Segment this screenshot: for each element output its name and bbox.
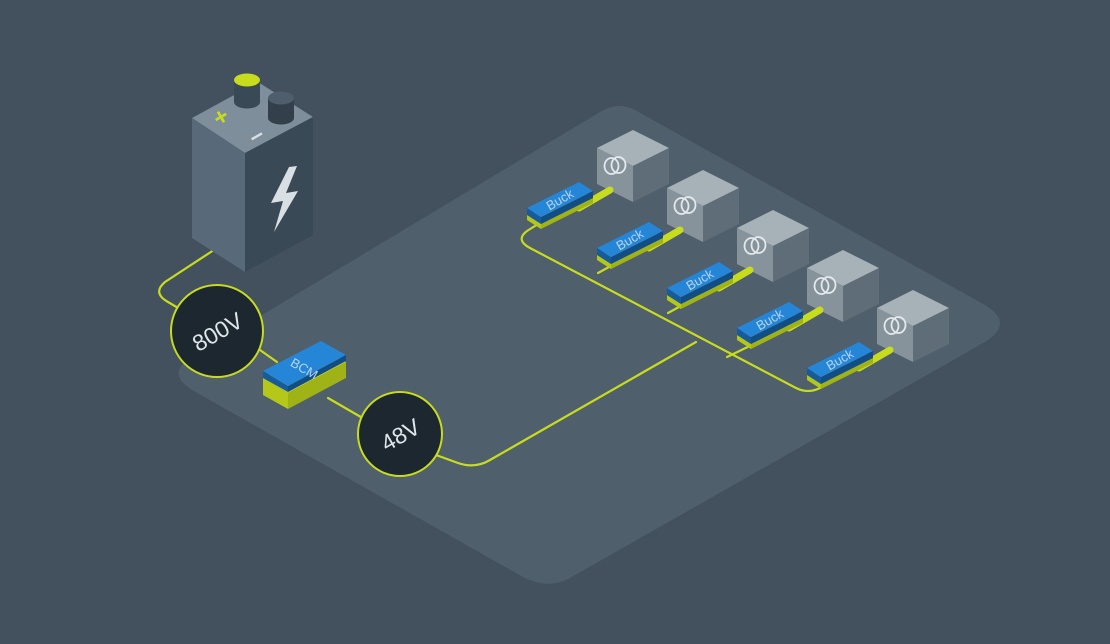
transformer-coils-icon: [673, 196, 697, 215]
transformer-coils-icon: [813, 276, 837, 295]
node-48v: 48V: [357, 391, 443, 477]
distribution-bus: [520, 217, 822, 393]
load-box: [807, 250, 879, 322]
buck-module: Buck: [597, 222, 663, 269]
transformer-coils-icon: [743, 236, 767, 255]
wire-800v-bcm: [258, 348, 279, 364]
transformer-coils-icon: [603, 156, 627, 175]
battery-wire: [158, 244, 222, 314]
buck-stage: Buck: [737, 250, 879, 349]
buck-stage: Buck: [667, 210, 809, 309]
buck-stage: Buck: [807, 290, 949, 389]
bcm-module: BCM: [263, 341, 346, 409]
buck-module: Buck: [667, 262, 733, 309]
transformer-coils-icon: [883, 316, 907, 335]
battery-left-face: [192, 118, 245, 272]
buck-stage: Buck: [597, 170, 739, 269]
lightning-bolt-icon: [271, 166, 298, 232]
battery: + –: [192, 73, 313, 272]
positive-terminal-cap: [234, 73, 260, 87]
wire-bcm-48v: [326, 396, 368, 422]
node-800v: 800V: [170, 284, 264, 378]
wiring: [158, 217, 822, 467]
buck-stage: Buck: [527, 130, 669, 229]
main-bus: [434, 340, 698, 467]
negative-terminal-cap: [268, 91, 294, 105]
buck-module: Buck: [527, 182, 593, 229]
buck-module: Buck: [807, 342, 873, 389]
